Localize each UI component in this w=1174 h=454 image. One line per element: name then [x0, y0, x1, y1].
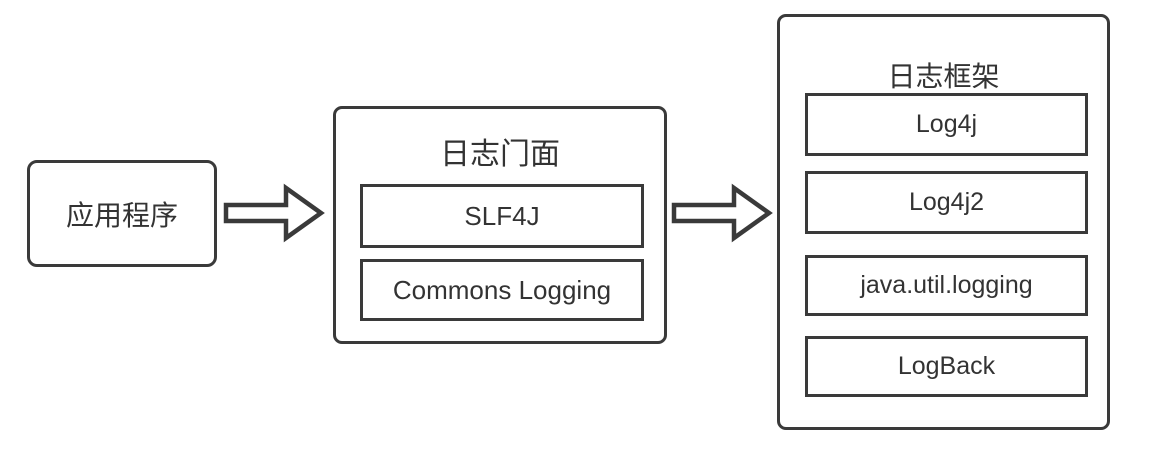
node-commons-logging-label: Commons Logging	[392, 274, 612, 305]
node-java-util-logging: java.util.logging	[805, 255, 1088, 316]
group-log-facade-title: 日志门面	[440, 138, 560, 171]
node-java-util-logging-label: java.util.logging	[860, 271, 1033, 299]
node-slf4j-label: SLF4J	[464, 200, 540, 231]
arrow-right-icon	[671, 183, 773, 243]
node-application-label: 应用程序	[65, 199, 178, 231]
node-slf4j: SLF4J	[360, 184, 644, 248]
node-logback-label: LogBack	[897, 352, 996, 380]
node-application: 应用程序	[27, 160, 217, 267]
group-log-facade: 日志门面 SLF4J Commons Logging	[333, 106, 667, 344]
node-log4j2: Log4j2	[805, 171, 1088, 234]
arrow-right-icon	[223, 183, 325, 243]
group-log-framework: 日志框架 Log4j Log4j2 java.util.logging LogB…	[777, 14, 1110, 430]
node-log4j-label: Log4j	[915, 110, 978, 138]
node-log4j: Log4j	[805, 93, 1088, 156]
node-log4j2-label: Log4j2	[908, 188, 985, 216]
group-log-framework-title: 日志框架	[887, 61, 1000, 92]
node-logback: LogBack	[805, 336, 1088, 397]
node-commons-logging: Commons Logging	[360, 259, 644, 321]
